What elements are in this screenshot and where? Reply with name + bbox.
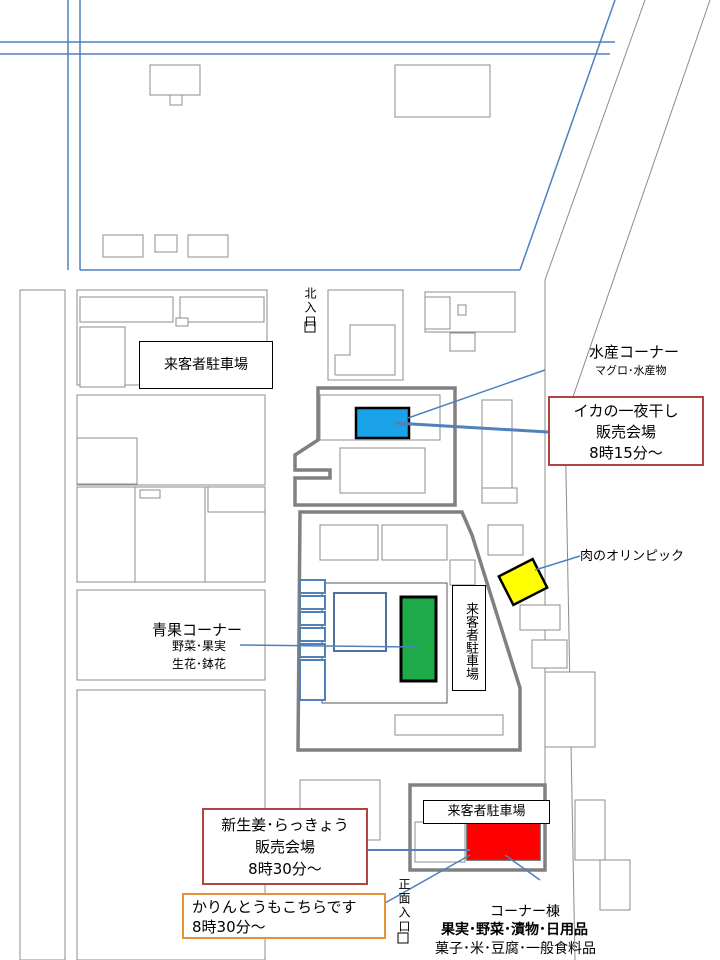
front-entrance-marker xyxy=(397,932,409,944)
squid-sale-line-3: 8時15分～ xyxy=(589,444,663,462)
customer-parking-bottom: 来客者駐車場 xyxy=(423,800,550,824)
customer-parking-vertical: 来客者駐車場 xyxy=(452,585,486,691)
squid-sale-line-1: イカの一夜干し xyxy=(573,402,679,420)
meat-shop-marker[interactable] xyxy=(497,557,549,607)
seafood-corner-title: 水産コーナー xyxy=(589,343,680,361)
market-blocks xyxy=(293,386,547,872)
karinto-line-2: 8時30分～ xyxy=(192,918,266,936)
corner-building-sub-2: 菓子･米･豆腐･一般食料品 xyxy=(435,941,596,957)
meat-shop-label: 肉のオリンピック xyxy=(580,549,685,564)
produce-corner-marker[interactable] xyxy=(399,595,438,683)
customer-parking-left: 来客者駐車場 xyxy=(139,341,273,389)
produce-stalls xyxy=(299,579,326,701)
corner-building-sub-1: 果実･野菜･漬物･日用品 xyxy=(441,922,588,938)
squid-sale-box: イカの一夜干し 販売会場 8時15分～ xyxy=(548,396,704,466)
ginger-sale-line-3: 8時30分～ xyxy=(248,860,322,878)
squid-sale-line-2: 販売会場 xyxy=(595,423,656,441)
ginger-sale-line-2: 販売会場 xyxy=(254,838,315,856)
right-roads xyxy=(544,0,711,960)
road-diagonal xyxy=(519,0,616,271)
produce-corner-sub-2: 生花･鉢花 xyxy=(172,657,227,671)
ginger-sale-box: 新生姜･らっきょう 販売会場 8時30分～ xyxy=(202,808,368,885)
karinto-box: かりんとうもこちらです 8時30分～ xyxy=(182,893,386,939)
roads xyxy=(0,0,616,271)
produce-corner-title: 青果コーナー xyxy=(152,621,243,639)
corner-building-title: コーナー棟 xyxy=(490,904,560,920)
ginger-sale-line-1: 新生姜･らっきょう xyxy=(221,816,349,834)
pointer-lines xyxy=(239,369,581,904)
produce-corner-sub-1: 野菜･果実 xyxy=(172,639,227,653)
corner-building-marker[interactable] xyxy=(466,821,541,861)
north-entrance-marker xyxy=(304,321,316,333)
background-buildings xyxy=(19,64,631,960)
karinto-line-1: かりんとうもこちらです xyxy=(192,898,357,916)
produce-subhall xyxy=(333,592,387,652)
north-entrance-label: 北入口 xyxy=(303,287,317,329)
front-entrance-label: 正面入口 xyxy=(397,878,411,934)
seafood-corner-subtitle: マグロ･水産物 xyxy=(595,364,667,377)
